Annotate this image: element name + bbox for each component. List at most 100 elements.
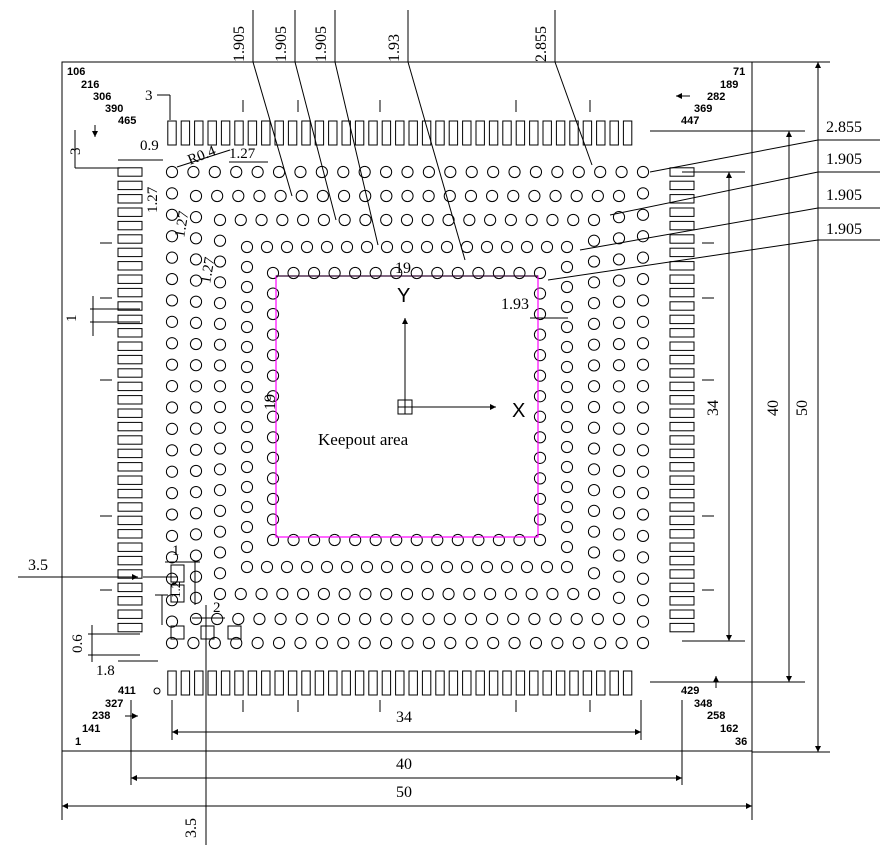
ball-pad: [232, 189, 245, 203]
edge-pad-top: [421, 120, 432, 146]
ball-pad: [240, 300, 254, 314]
ball-pad: [337, 636, 350, 650]
ball-pad: [266, 266, 280, 280]
ball-pad: [422, 612, 435, 626]
edge-pad-left: [117, 462, 143, 472]
ball-pad: [560, 480, 574, 494]
ball-pad: [380, 587, 393, 601]
ball-pad: [240, 540, 254, 554]
edge-pad-left: [117, 395, 143, 405]
edge-pad-left: [117, 381, 143, 392]
ball-pad: [570, 189, 583, 203]
edge-pad-top: [488, 120, 499, 146]
ball-pad: [165, 594, 179, 607]
edge-pad-bottom: [488, 670, 499, 696]
ball-pad: [213, 359, 227, 372]
ball-pad: [317, 587, 330, 601]
ball-pad: [337, 189, 351, 203]
ball-pad: [484, 213, 497, 227]
corner-pad: [227, 625, 242, 640]
ball-pad: [165, 487, 179, 500]
ball-pad: [587, 234, 601, 247]
edge-pad-bottom: [261, 670, 271, 696]
ball-pad: [533, 307, 547, 321]
edge-pad-left: [117, 421, 143, 432]
edge-pad-top: [274, 120, 284, 146]
edge-pad-bottom: [354, 670, 365, 696]
edge-pad-top: [462, 120, 472, 146]
ball-pad: [316, 189, 329, 203]
ball-pad: [508, 636, 521, 650]
edge-pad-top: [247, 120, 258, 146]
top-dimensions: 1.905 1.905 1.905 1.93 2.855: [231, 10, 593, 261]
ball-pad: [587, 421, 601, 434]
ball-pad: [587, 567, 601, 580]
ball-pad: [422, 165, 436, 179]
edge-pad-left: [117, 622, 143, 633]
edge-pad-top: [408, 120, 418, 146]
ball-pad: [276, 213, 289, 227]
edge-pad-right: [669, 515, 695, 526]
ball-pad: [636, 465, 650, 478]
ball-pad: [636, 551, 650, 564]
edge-pad-bottom: [542, 670, 552, 696]
ball-pad: [533, 513, 547, 526]
edge-pad-right: [669, 475, 695, 485]
ball-pad: [266, 472, 280, 485]
edge-pad-bottom: [368, 670, 378, 696]
ball-pad: [266, 390, 280, 403]
ball-pad: [443, 189, 456, 203]
ball-pad: [463, 587, 476, 601]
edge-pad-right: [669, 435, 695, 445]
pin-labels-bottom-left: 411 327 238 141 1: [75, 685, 136, 748]
edge-pad-right: [669, 314, 695, 325]
ball-pad: [440, 240, 454, 254]
edge-pad-top: [301, 120, 311, 146]
leader-line: [547, 239, 819, 281]
pin-label: 258: [707, 710, 725, 722]
leader-line: [554, 61, 593, 166]
bottom-span-middle-label: 40: [396, 756, 412, 773]
ball-pad: [213, 255, 227, 268]
ball-pad: [320, 560, 334, 574]
edge-pad-left: [117, 234, 143, 244]
ball-pad: [165, 337, 179, 350]
edge-pad-left: [117, 194, 143, 204]
edge-pad-top: [448, 120, 459, 146]
ball-pad: [240, 520, 254, 534]
edge-pad-left: [117, 180, 143, 191]
dim-right-4: 1.905: [826, 221, 862, 238]
corner-pad: [200, 625, 215, 640]
ball-pad: [529, 165, 543, 179]
ball-pad: [443, 612, 456, 626]
edge-pad-right: [669, 194, 695, 204]
ball-pad: [507, 612, 520, 626]
edge-pad-bottom: [582, 670, 593, 696]
ball-pad: [266, 328, 280, 341]
ball-pad: [189, 422, 203, 435]
ball-pad: [487, 636, 500, 650]
pitch-labels: 1.27 1.27 1.27 1.27: [145, 146, 256, 285]
bottom-span-outer-label: 50: [396, 784, 412, 801]
edge-pad-bottom: [515, 670, 526, 696]
edge-pad-bottom: [247, 670, 258, 696]
ball-pad: [213, 338, 227, 351]
ball-pad: [587, 359, 601, 372]
edge-pad-bottom: [435, 670, 445, 696]
ball-pad: [260, 240, 274, 254]
ball-pad: [213, 234, 227, 247]
ball-pad: [587, 255, 601, 268]
ball-pad: [307, 266, 321, 280]
ball-pad: [587, 484, 601, 497]
right-dimensions: 2.855 1.905 1.905 1.905: [547, 119, 880, 281]
ball-pad: [165, 508, 179, 521]
edge-pad-left: [117, 207, 143, 217]
ball-pad: [587, 213, 601, 227]
pin-label: 447: [681, 115, 699, 127]
ball-pad: [636, 379, 650, 393]
ball-pad: [208, 165, 221, 179]
ball-pad: [463, 213, 476, 227]
ball-pad: [615, 636, 628, 650]
ball-pad: [486, 189, 499, 203]
edge-pad-left: [117, 368, 143, 378]
